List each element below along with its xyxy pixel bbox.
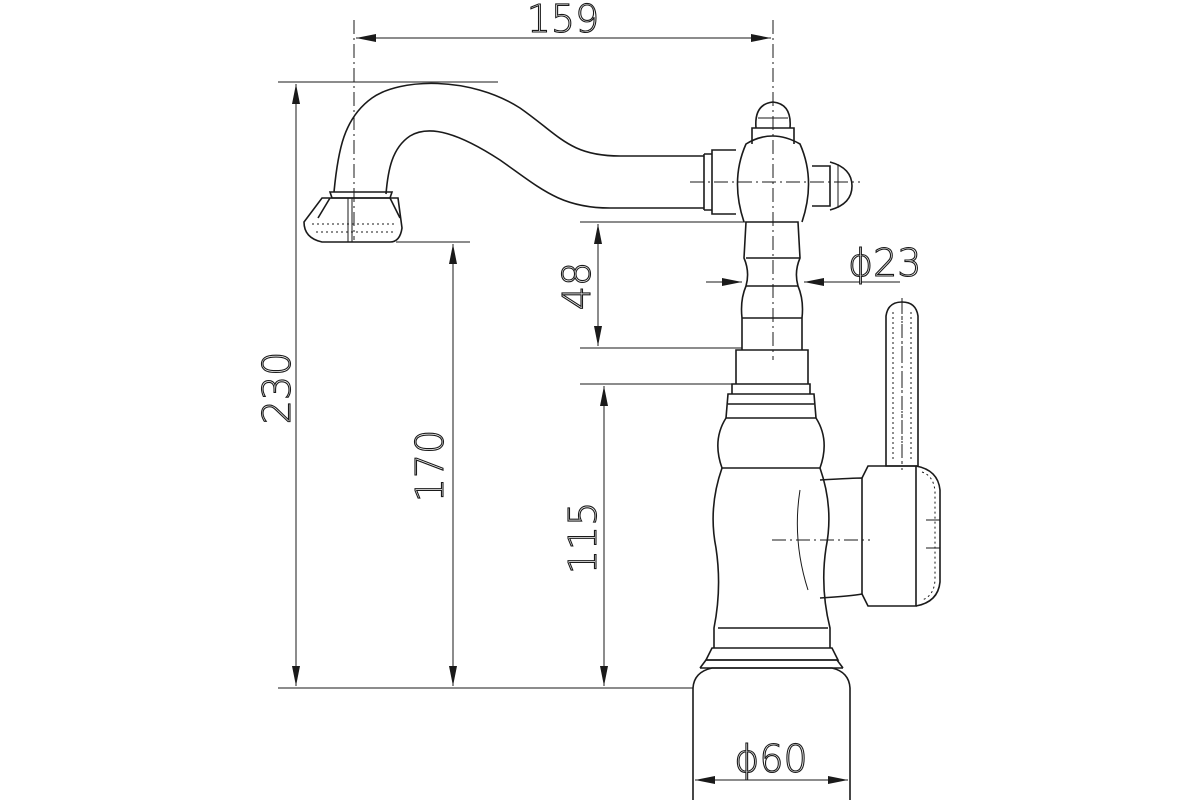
dimension-230: 230 [255,352,299,425]
dimension-115: 115 [561,502,605,575]
dimension-phi60: ϕ60 [734,737,807,781]
extension-lines [278,81,746,689]
swivel-joint [736,101,853,223]
aerator [303,197,403,243]
dimension-48: 48 [555,262,599,310]
lever-housing [796,465,941,607]
dimension-170: 170 [408,430,452,503]
dimension-159: 159 [527,0,600,41]
faucet-outline [303,82,941,800]
faucet-body [704,383,840,661]
dimension-phi23: ϕ23 [848,241,921,285]
upper-column [735,221,809,384]
dimension-labels: 159 230 170 48 115 ϕ23 ϕ60 [254,0,922,782]
spout [328,82,736,215]
center-lines [353,20,903,541]
dimension-lines [292,34,900,784]
